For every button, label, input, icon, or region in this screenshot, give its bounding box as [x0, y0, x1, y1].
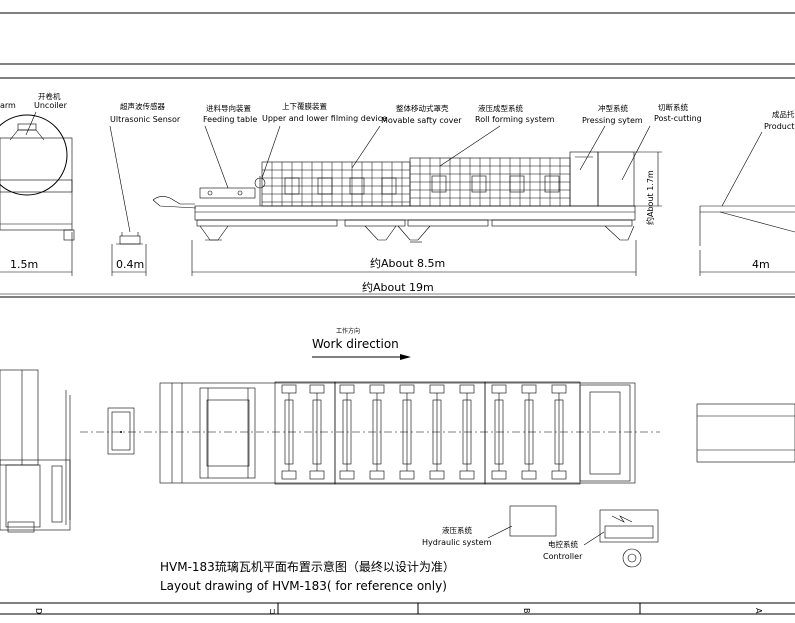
dim-uncoiler: 1.5m	[10, 258, 38, 271]
filming-label-cn: 上下覆膜装置	[282, 101, 327, 111]
ultrasonic-sensor-elevation	[116, 232, 143, 245]
pressing-label: Pressing sytem	[582, 116, 643, 125]
product-table-plan	[696, 403, 795, 463]
pressing-label-cn: 冲型系统	[598, 103, 628, 113]
controller-plan: 电控系统 Controller	[543, 509, 659, 568]
uncoiler-elevation	[0, 114, 75, 241]
sensor-label-cn: 超声波传感器	[120, 101, 165, 111]
svg-text:工作方向: 工作方向	[336, 327, 360, 335]
frame-zone-letters: D ⊐ B A	[34, 608, 763, 615]
dim-product: 4m	[752, 258, 770, 271]
dim-total: 约About 19m	[362, 281, 434, 294]
safety-cover-label: Movable safty cover	[381, 116, 462, 125]
elevation-leaders	[25, 111, 763, 233]
feeding-label: Feeding table	[203, 115, 257, 124]
zone-c1: ⊐	[268, 608, 277, 615]
arm-label: arm	[0, 101, 16, 110]
uncoiler-label-cn: 开卷机	[38, 91, 61, 101]
elevation-labels: arm 开卷机 Uncoiler 超声波传感器 Ultrasonic Senso…	[0, 91, 795, 131]
postcut-label-cn: 切断系统	[658, 102, 688, 112]
product-label: Product	[764, 122, 794, 131]
work-direction-label: Work direction	[312, 337, 399, 351]
filming-label: Upper and lower filming device	[262, 114, 387, 123]
sensor-plan	[107, 407, 135, 455]
work-direction: 工作方向 Work direction	[312, 327, 411, 360]
uncoiler-label: Uncoiler	[34, 101, 68, 110]
dim-height: 约About 1.7m	[645, 170, 655, 225]
plan-caption: HVM-183琉璃瓦机平面布置示意图（最终以设计为准） Layout drawi…	[160, 559, 455, 593]
rollforming-label-cn: 液压成型系统	[478, 103, 523, 113]
safety-cover-label-cn: 整体移动式罩壳	[396, 103, 449, 113]
zone-a: A	[754, 608, 763, 614]
zone-d: D	[34, 608, 43, 614]
postcut-label: Post-cutting	[654, 114, 702, 123]
machine-elevation	[152, 151, 636, 243]
drawing-frame	[0, 12, 795, 615]
feeding-label-cn: 进料导向装置	[206, 103, 251, 113]
dim-machine: 约About 8.5m	[370, 257, 445, 270]
hydraulic-system-plan: 液压系统 Hydraulic system	[422, 505, 557, 547]
product-table-elevation	[699, 205, 795, 246]
product-label-cn: 成品托	[772, 109, 795, 119]
uncoiler-plan	[0, 369, 71, 533]
rollforming-label: Roll forming system	[475, 115, 555, 124]
caption-en: Layout drawing of HVM-183( for reference…	[160, 579, 447, 593]
controller-label-cn: 电控系统	[548, 539, 578, 549]
sensor-label: Ultrasonic Sensor	[110, 115, 181, 124]
elevation-dimensions: 1.5m 0.4m 约About 8.5m 4m 约About 19m 约Abo…	[0, 151, 795, 295]
hydraulic-label-cn: 液压系统	[442, 525, 472, 535]
machine-plan	[80, 381, 660, 485]
zone-b: B	[522, 608, 531, 614]
hydraulic-label: Hydraulic system	[422, 538, 492, 547]
controller-label: Controller	[543, 552, 583, 561]
dim-sensor: 0.4m	[116, 258, 144, 271]
caption-cn: HVM-183琉璃瓦机平面布置示意图（最终以设计为准）	[160, 559, 455, 574]
